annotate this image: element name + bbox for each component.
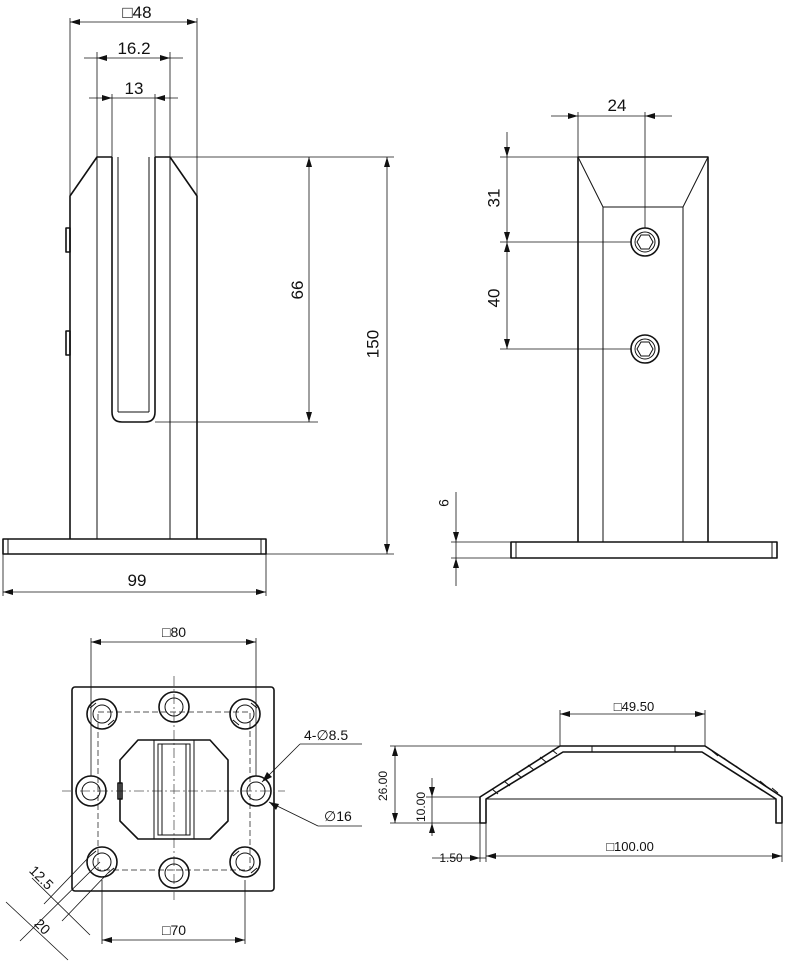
dim-bottom-square: □100.00: [606, 839, 654, 854]
cover-view: □49.50 26.00 10.00 1.50 □100.00: [376, 699, 783, 865]
dim-hole-spec: 4-∅8.5: [304, 727, 348, 743]
dim-total-height: 150: [363, 330, 382, 358]
dim-skirt-height: 10.00: [414, 792, 428, 822]
plan-hole-bottom-right: [229, 846, 261, 878]
dim-slot-outer: 16.2: [117, 39, 150, 58]
dim-base-thickness: 6: [436, 499, 452, 507]
plan-hole-top-left: [86, 698, 118, 730]
side-view: 24 31 40 6: [436, 96, 778, 586]
dim-slot-offset: 20: [31, 915, 53, 937]
dim-inner-square: □70: [162, 922, 186, 938]
dim-slot-length: 12.5: [26, 862, 57, 893]
dim-bolt-spacing: 40: [484, 289, 503, 308]
dim-base-width: 99: [128, 571, 147, 590]
front-post-right: [155, 156, 198, 539]
plan-hole-top-right: [229, 698, 261, 730]
front-base-plate: [2, 538, 267, 555]
dim-top-to-bolt: 31: [484, 189, 503, 208]
dim-slot-inner: 13: [125, 79, 144, 98]
dim-bolt-square: □80: [162, 624, 186, 640]
front-view: □48 16.2 13 99 150 99: [2, 3, 394, 596]
dim-slot-depth: 99: [288, 281, 307, 300]
side-base-plate: [510, 541, 778, 559]
plan-view: □80 4-∅8.5 ∅16 □70 12.5 20: [5, 624, 362, 961]
side-post: [577, 156, 709, 542]
dim-outer-width: □48: [122, 3, 151, 22]
side-bolt-upper: [630, 227, 660, 257]
dim-top-square: □49.50: [614, 699, 654, 714]
dim-cover-height: 26.00: [376, 771, 390, 801]
plan-post: [119, 739, 229, 840]
dim-thickness: 1.50: [439, 851, 463, 865]
front-glass-slot: [111, 157, 156, 423]
dim-counterbore: ∅16: [324, 808, 352, 824]
plan-base-plate: [71, 686, 275, 892]
side-bolt-lower: [630, 334, 660, 364]
front-post-left: [69, 156, 112, 539]
cover-shell: [479, 745, 783, 824]
dim-top-width: 24: [608, 96, 627, 115]
plan-hole-bottom-left: [86, 846, 118, 878]
plan-hole-top-center: [158, 691, 190, 723]
plan-hole-bottom-center: [158, 857, 190, 889]
